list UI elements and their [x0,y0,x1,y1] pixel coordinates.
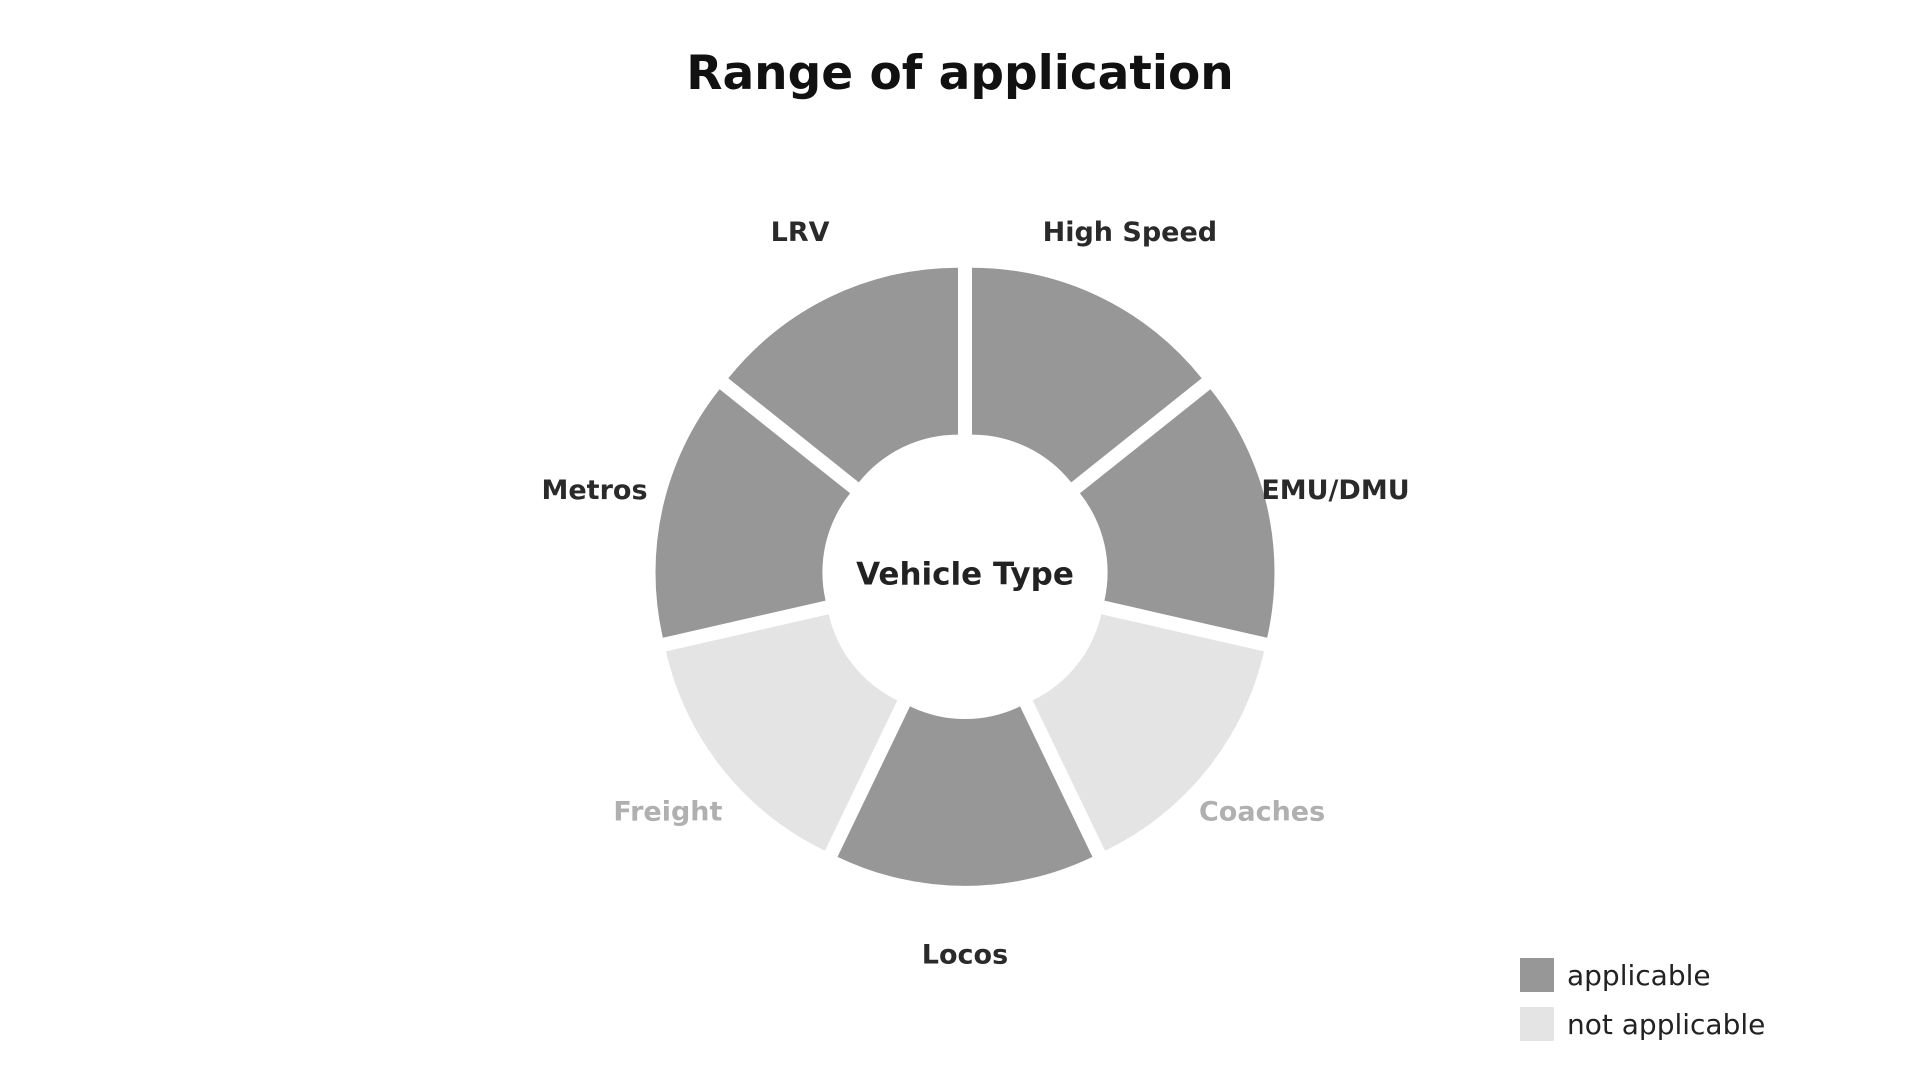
chart-title: Range of application [686,46,1234,101]
donut-segment-emu-dmu [1079,389,1275,638]
legend-item-applicable: applicable [1520,958,1765,992]
segment-label-locos: Locos [922,940,1008,971]
segment-label-freight: Freight [613,796,722,827]
donut-segment-locos [837,706,1093,886]
legend-swatch-applicable [1520,958,1554,992]
donut-segment-coaches [1032,614,1265,851]
segment-label-metros: Metros [542,475,648,506]
segment-label-high-speed: High Speed [1043,217,1218,248]
legend-label: not applicable [1567,1007,1766,1041]
legend-swatch-not-applicable [1520,1007,1554,1041]
donut-segment-high-speed [972,267,1202,483]
segment-label-coaches: Coaches [1199,796,1325,827]
segment-label-lrv: LRV [771,217,830,248]
legend-label: applicable [1567,958,1711,992]
segment-label-emu-dmu: EMU/DMU [1261,475,1409,506]
donut-segment-lrv [728,267,958,483]
center-label: Vehicle Type [856,557,1074,593]
donut-segment-freight [665,614,898,851]
donut-segments [655,267,1275,886]
legend: applicable not applicable [1520,958,1765,1056]
donut-segment-metros [655,389,851,638]
legend-item-not-applicable: not applicable [1520,1007,1765,1041]
